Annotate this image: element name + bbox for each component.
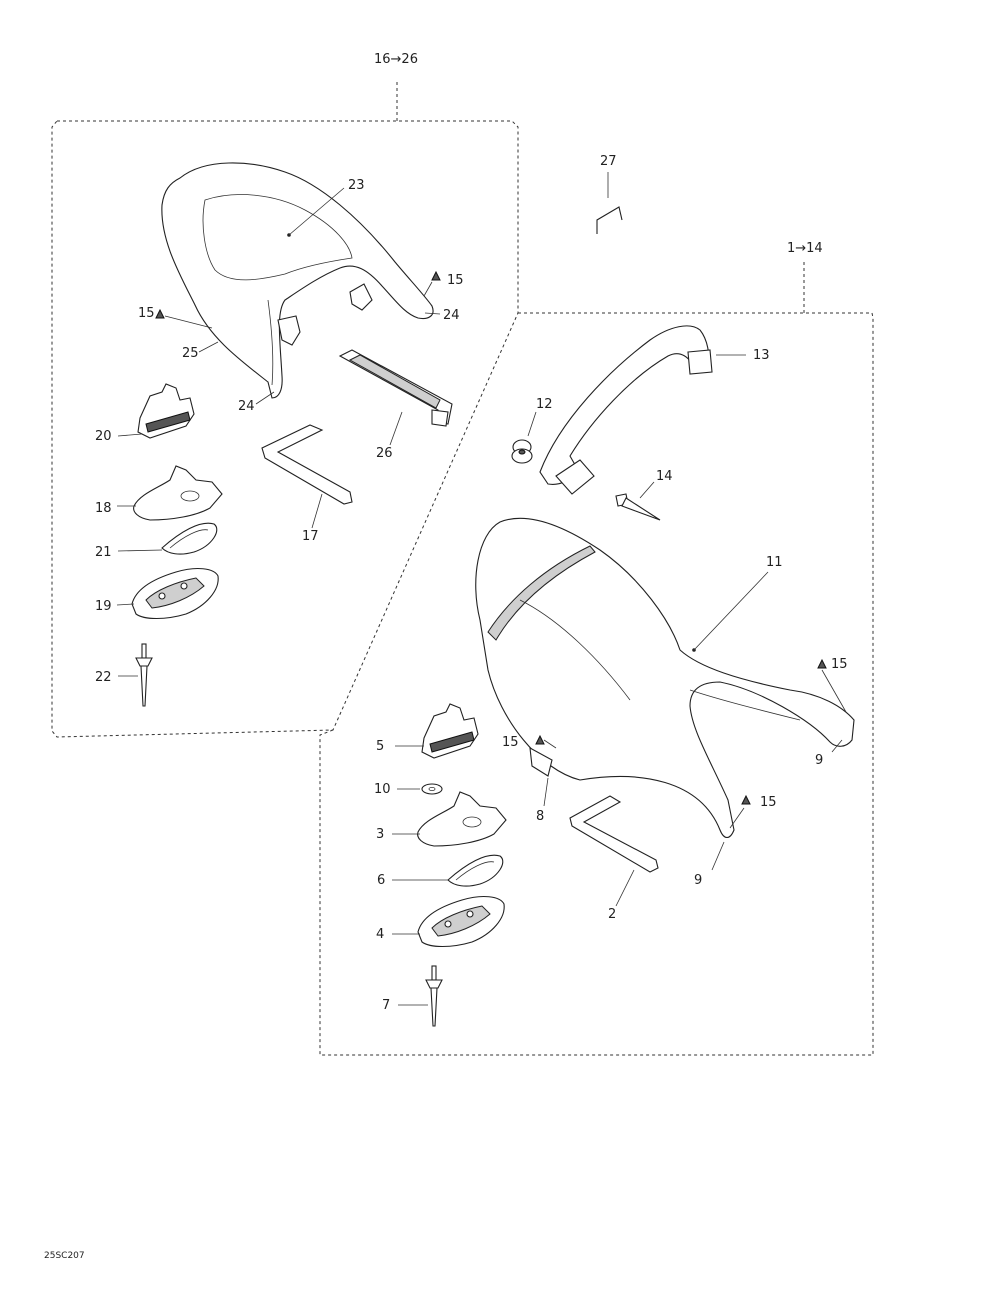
callout-17: 17 [302, 529, 319, 544]
screw-14-drawing [615, 493, 661, 521]
housing-19-drawing [131, 567, 219, 620]
callout-2: 2 [608, 907, 616, 922]
callout-8: 8 [536, 809, 544, 824]
callout-24-b: 24 [238, 399, 255, 414]
latch-5-drawing [421, 703, 479, 759]
callout-15-b: 15 [138, 306, 155, 321]
callout-9-a: 9 [815, 753, 823, 768]
rivet-7-drawing [425, 965, 443, 1027]
drawing-number: 25SC207 [44, 1251, 85, 1261]
callout-18: 18 [95, 501, 112, 516]
callout-23: 23 [348, 178, 365, 193]
callout-15-d: 15 [502, 735, 519, 750]
latch-20-drawing [137, 383, 195, 439]
callout-21: 21 [95, 545, 112, 560]
washer-10-drawing [421, 783, 443, 795]
base-plate-3-drawing [417, 791, 507, 847]
callout-6: 6 [377, 873, 385, 888]
callout-22: 22 [95, 670, 112, 685]
callout-5: 5 [376, 739, 384, 754]
rivet-22-drawing [135, 643, 153, 707]
kit-1-14-outline [319, 262, 874, 1056]
seat-11-drawing [475, 517, 855, 839]
hinge-bracket-26-drawing [338, 349, 453, 427]
callout-24-a: 24 [443, 308, 460, 323]
callout-15-a: 15 [447, 273, 464, 288]
callout-20: 20 [95, 429, 112, 444]
housing-4-drawing [417, 895, 505, 948]
group-label-16-26: 16→26 [374, 52, 418, 67]
callout-11: 11 [766, 555, 783, 570]
callout-26: 26 [376, 446, 393, 461]
callout-10: 10 [374, 782, 391, 797]
callout-12: 12 [536, 397, 553, 412]
kit-16-26-outline [51, 82, 519, 738]
base-plate-18-drawing [133, 465, 223, 521]
callout-19: 19 [95, 599, 112, 614]
group-label-1-14: 1→14 [787, 241, 823, 256]
callout-27: 27 [600, 154, 617, 169]
grab-handle-13-drawing [539, 325, 713, 495]
rod-2-drawing [569, 795, 659, 873]
callout-25: 25 [182, 346, 199, 361]
callout-3: 3 [376, 827, 384, 842]
grommet-12-drawing [511, 439, 533, 464]
clip-27-drawing [596, 206, 623, 234]
gasket-21-drawing [161, 522, 218, 555]
callout-4: 4 [376, 927, 384, 942]
callout-7: 7 [382, 998, 390, 1013]
callout-15-c: 15 [831, 657, 848, 672]
callout-14: 14 [656, 469, 673, 484]
rod-17-drawing [261, 424, 353, 505]
callout-15-e: 15 [760, 795, 777, 810]
gasket-6-drawing [447, 854, 504, 887]
callout-13: 13 [753, 348, 770, 363]
callout-9-b: 9 [694, 873, 702, 888]
seat-cover-23-drawing [161, 162, 434, 399]
